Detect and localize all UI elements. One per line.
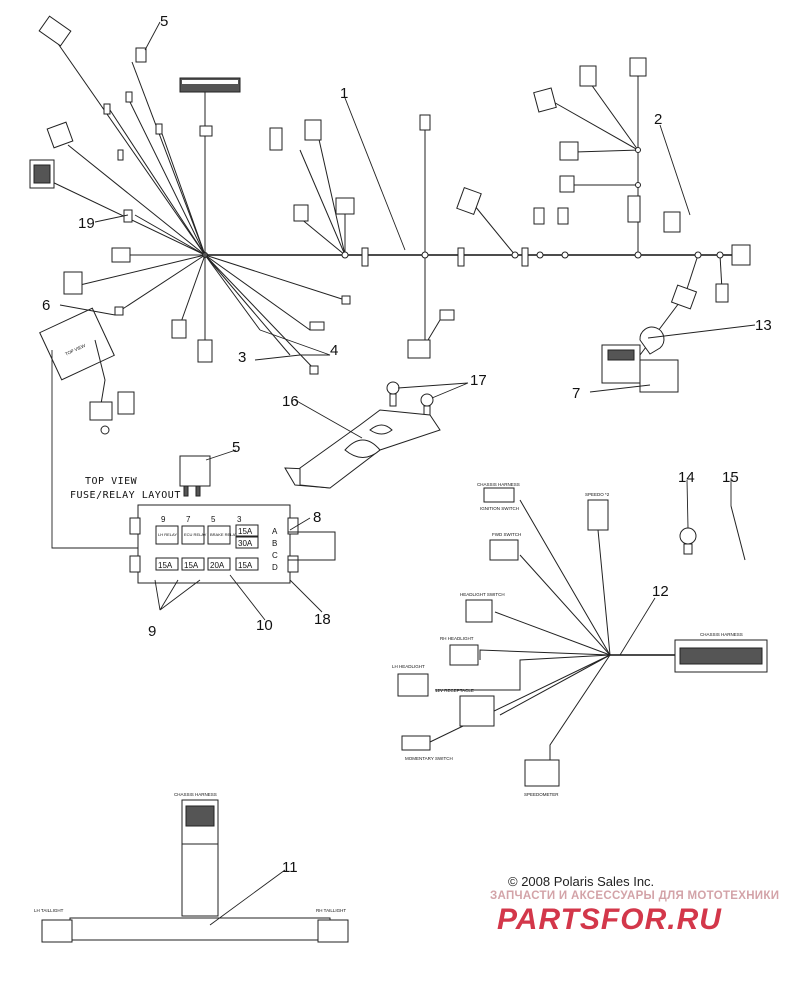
callout-5-top: 5	[160, 13, 168, 30]
callout-14: 14	[678, 469, 695, 486]
callout-1: 1	[340, 85, 348, 102]
callout-18: 18	[314, 611, 331, 628]
clip-14	[679, 527, 697, 555]
callout-12: 12	[652, 583, 669, 600]
dash-harness-12: CHASSIS HARNESS IGNITION SWITCH SPEEDO *…	[392, 482, 768, 797]
fuse-rating-1: 15A	[238, 527, 253, 536]
callout-4: 4	[330, 342, 338, 359]
bolts-17	[386, 381, 434, 419]
label-fwd-switch: FWD SWITCH	[492, 532, 521, 537]
fuse-pos-3: 3	[237, 515, 242, 524]
label-12v-receptacle: 12V RECEPTACLE	[435, 688, 474, 693]
label-momentary-switch: MOMENTARY SWITCH	[405, 756, 453, 761]
fuse-pos-7: 7	[186, 515, 191, 524]
row-letter-b: B	[272, 539, 277, 548]
fuse-relay-box: TOP VIEW FUSE/RELAY LAYOUT 9 7 5 3 LH RE…	[51, 350, 336, 584]
label-chassis-harness-right: CHASSIS HARNESS	[700, 632, 743, 637]
voltage-regulator-7	[601, 326, 679, 393]
main-harness	[47, 34, 745, 371]
relay-lh: LH RELAY	[158, 532, 177, 537]
layout-title-line1: TOP VIEW	[85, 476, 138, 487]
row-letter-a: A	[272, 527, 278, 536]
fuse-rating-2: 30A	[238, 539, 253, 548]
label-chassis-harness-top: CHASSIS HARNESS	[477, 482, 520, 487]
relay-5	[179, 455, 211, 497]
callout-13: 13	[755, 317, 772, 334]
fuse-rating-4: 15A	[184, 561, 199, 570]
label-tail-chassis-harness: CHASSIS HARNESS	[174, 792, 217, 797]
fuse-pos-9: 9	[161, 515, 166, 524]
callout-3: 3	[238, 349, 246, 366]
main-harness-connectors	[29, 15, 751, 375]
fuse-rating-6: 15A	[238, 561, 253, 570]
relay-ecu: ECU RELAY	[184, 532, 207, 537]
relay-brake: BRAKE RELAY	[210, 532, 238, 537]
label-rh-headlight: RH HEADLIGHT	[440, 636, 474, 641]
callout-6: 6	[42, 297, 50, 314]
callout-9: 9	[148, 623, 156, 640]
callout-2: 2	[654, 111, 662, 128]
callout-16: 16	[282, 393, 299, 410]
tail-harness-11: CHASSIS HARNESS LH TAILLIGHT RH TAILLIGH…	[34, 792, 349, 943]
callout-8: 8	[313, 509, 321, 526]
row-letter-c: C	[272, 551, 278, 560]
fuse-rating-5: 20A	[210, 561, 225, 570]
shop-tagline: ЗАПЧАСТИ И АКСЕССУАРЫ ДЛЯ МОТОТЕХНИКИ	[490, 890, 780, 902]
label-ignition-switch: IGNITION SWITCH	[480, 506, 519, 511]
callout-17: 17	[470, 372, 487, 389]
label-lh-taillight: LH TAILLIGHT	[34, 908, 64, 913]
copyright-text: © 2008 Polaris Sales Inc.	[508, 874, 655, 889]
callout-11: 11	[282, 859, 298, 876]
fuse-pos-5: 5	[211, 515, 216, 524]
fuse-rating-3: 15A	[158, 561, 173, 570]
label-speedo: SPEEDO *2	[585, 492, 610, 497]
label-lh-headlight: LH HEADLIGHT	[392, 664, 425, 669]
mounting-bracket-16	[284, 409, 441, 489]
module-6: TOP VIEW	[39, 307, 135, 435]
callout-15: 15	[722, 469, 739, 486]
callouts: 1 2 3 4 5 5 6 7 8 9 10 11 12 13 14 15 16…	[42, 13, 772, 926]
layout-title-line2: FUSE/RELAY LAYOUT	[70, 490, 181, 501]
label-rh-taillight: RH TAILLIGHT	[316, 908, 346, 913]
row-letter-d: D	[272, 563, 278, 572]
tie-15	[730, 505, 746, 561]
callout-19: 19	[78, 215, 95, 232]
callout-10: 10	[256, 617, 273, 634]
callout-5-relay: 5	[232, 439, 240, 456]
callout-7: 7	[572, 385, 580, 402]
label-headlight-switch: HEADLIGHT SWITCH	[460, 592, 505, 597]
label-speedometer: SPEEDOMETER	[524, 792, 559, 797]
partsfor-logo[interactable]: PARTSFOR.RU	[497, 903, 722, 936]
